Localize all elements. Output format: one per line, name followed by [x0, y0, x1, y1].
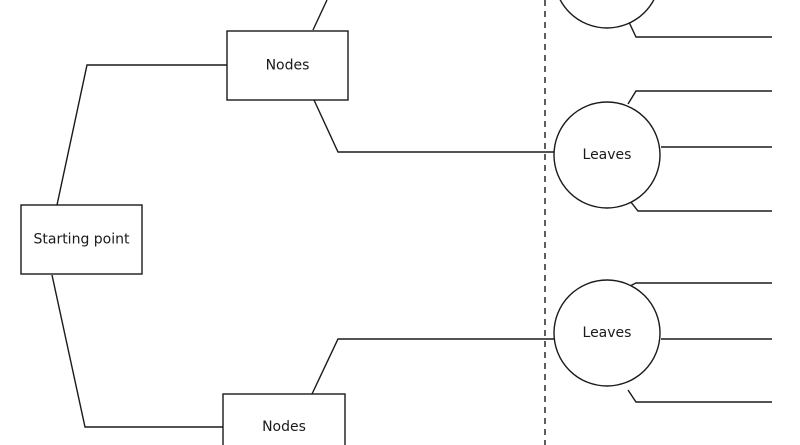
edge-node-bottom-to-leaves-bottom	[311, 338, 555, 395]
node-label-top: Nodes	[266, 58, 310, 74]
node-box-top: Nodes	[226, 30, 349, 101]
node-box-bottom: Nodes	[222, 393, 346, 445]
starting-point-label: Starting point	[33, 232, 130, 248]
branch-leaves-middle-1	[627, 90, 772, 105]
leaves-circle-middle: Leaves	[553, 101, 661, 209]
node-label-bottom: Nodes	[262, 419, 306, 435]
edge-node-top-to-offscreen	[312, 0, 328, 31]
leaves-circle-bottom: Leaves	[553, 279, 661, 387]
leaves-circle-top	[559, 0, 655, 29]
leaves-label-bottom: Leaves	[583, 325, 632, 341]
edge-start-to-node-bottom	[51, 274, 223, 428]
edge-node-top-to-leaves-middle	[313, 99, 555, 153]
branch-leaves-bottom-3	[627, 389, 772, 403]
starting-point-box: Starting point	[20, 204, 143, 275]
branch-leaves-bottom-1	[627, 282, 772, 288]
edge-start-to-node-top	[56, 64, 227, 206]
leaves-label-middle: Leaves	[583, 147, 632, 163]
branch-leaves-top-1	[627, 19, 772, 38]
branch-leaves-middle-3	[629, 200, 772, 212]
